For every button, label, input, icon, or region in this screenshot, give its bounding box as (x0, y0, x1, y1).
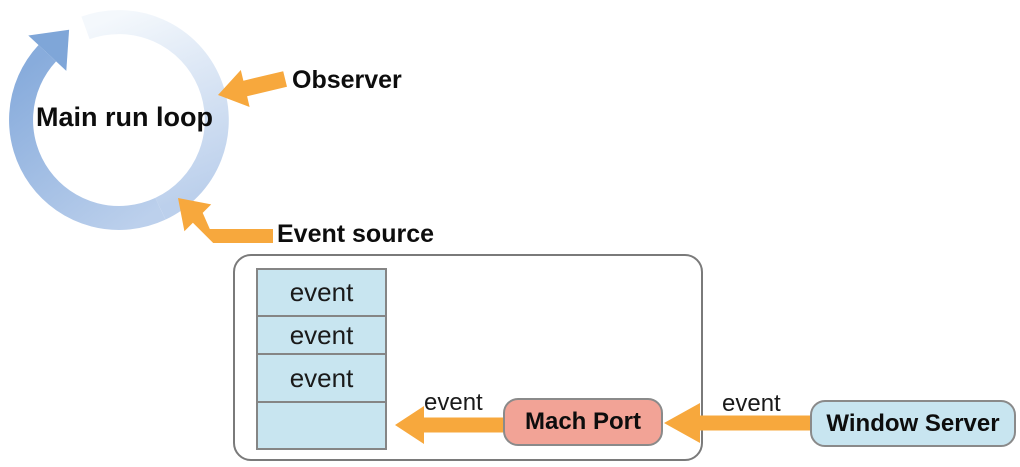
event-queue-stack: event event event (256, 268, 387, 450)
window-server-box: Window Server (810, 400, 1016, 447)
event-queue-cell: event (258, 355, 385, 403)
run-loop-circle-icon (9, 10, 229, 230)
event-queue-cell: event (258, 270, 385, 317)
main-run-loop-label: Main run loop (36, 102, 213, 132)
server-to-mach-arrow-label: event (722, 390, 781, 417)
mach-to-queue-arrow-label: event (424, 389, 483, 416)
run-loop-arrowhead-icon (28, 29, 70, 71)
event-queue-cell-empty (258, 403, 385, 448)
event-source-label: Event source (277, 220, 435, 248)
event-queue-cell: event (258, 317, 385, 355)
observer-label: Observer (292, 66, 402, 94)
mach-port-box: Mach Port (503, 398, 663, 446)
